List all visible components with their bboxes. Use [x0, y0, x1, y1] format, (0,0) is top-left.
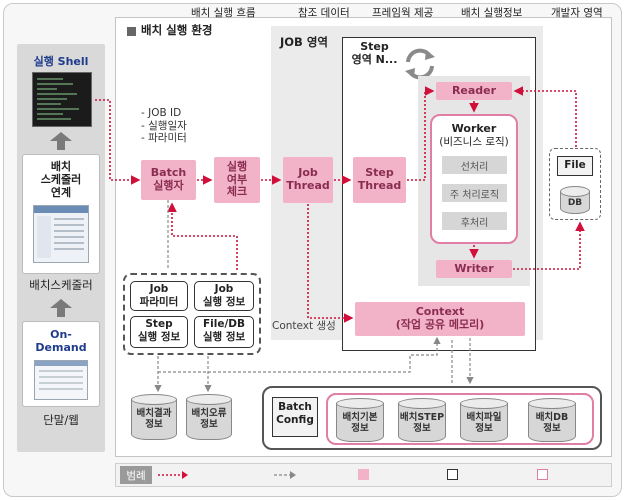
job-thread-node: Job Thread — [283, 157, 333, 203]
context-create-label: Context 생성 — [272, 320, 336, 332]
terminal-web-label: 단말/웹 — [43, 413, 79, 427]
file-icon — [557, 156, 593, 176]
main-process-box: 주 처리로직 — [442, 184, 507, 202]
step-area-title: Step 영역 N... — [351, 40, 398, 67]
legend-framework-swatch — [358, 469, 369, 480]
legend-ref-data: 참조 데이터 — [298, 7, 350, 19]
up-arrow-icon-2 — [50, 299, 72, 321]
params-list: - JOB ID - 실행일자 - 파라미터 — [141, 107, 187, 145]
batch-error-db: 배치오류 정보 — [186, 394, 232, 440]
scheduler-link-label: 배치 스케줄러 연계 — [40, 160, 82, 200]
file-db-exec-box — [194, 316, 254, 348]
worker-title: Worker — [451, 122, 497, 135]
batch-runner-node: Batch 실행자 — [141, 160, 196, 200]
writer-node: Writer — [436, 260, 512, 278]
terminal-lines-icon — [37, 78, 79, 120]
file-db-exec-label: File/DB 실행 정보 — [202, 318, 246, 343]
scheduler-screenshot — [33, 205, 89, 263]
job-area-title: JOB 영역 — [280, 35, 328, 49]
batch-config-label: Batch Config — [276, 401, 314, 426]
batch-step-db: 배치STEP 정보 — [398, 398, 446, 442]
job-params-label: Job 파라미터 — [139, 283, 179, 308]
worker-subtitle: (비즈니스 로직) — [439, 136, 509, 148]
step-exec-label: Step 실행 정보 — [137, 318, 181, 343]
step-exec-box — [130, 316, 188, 348]
step-thread-node: Step Thread — [353, 157, 406, 203]
run-check-node: 실행 여부 체크 — [214, 157, 260, 203]
pre-process-box: 선처리 — [442, 156, 507, 174]
shell-screen — [32, 72, 92, 127]
on-demand-label: On- Demand — [35, 328, 87, 355]
db-cylinder-icon: DB — [560, 186, 590, 214]
post-process-box: 후처리 — [442, 212, 507, 230]
batch-result-db: 배치결과 정보 — [131, 394, 177, 440]
reader-node: Reader — [436, 82, 512, 100]
batch-file-db: 배치파일 정보 — [460, 398, 508, 442]
on-demand-screenshot — [34, 360, 88, 400]
batch-db-db: 배치DB 정보 — [528, 398, 576, 442]
file-label: File — [564, 159, 586, 171]
legend-dev-area: 개발자 영역 — [551, 7, 603, 19]
shell-label: 실행 Shell — [33, 55, 89, 68]
legend-dev-area-swatch — [537, 469, 548, 480]
legend-ref-arrow-icon — [274, 471, 296, 479]
scheduler-label: 배치스케줄러 — [29, 278, 93, 292]
up-arrow-icon — [50, 132, 72, 154]
job-exec-box — [194, 281, 254, 311]
legend-exec-flow: 배치 실행 흐름 — [191, 7, 256, 19]
legend-exec-info-swatch — [447, 469, 458, 480]
job-params-box — [130, 281, 188, 311]
legend-title: 범례 — [120, 466, 152, 484]
legend-exec-info: 배치 실행정보 — [461, 7, 523, 19]
env-title: 배치 실행 환경 — [141, 23, 213, 37]
square-bullet-icon — [127, 27, 136, 36]
legend-flow-arrow-icon — [158, 471, 188, 479]
job-exec-label: Job 실행 정보 — [202, 283, 246, 308]
batch-base-db: 배치기본 정보 — [336, 398, 384, 442]
legend-framework: 프레임웍 제공 — [372, 7, 434, 19]
batch-config-icon — [272, 397, 318, 437]
context-node: Context (작업 공유 메모리) — [355, 302, 525, 336]
